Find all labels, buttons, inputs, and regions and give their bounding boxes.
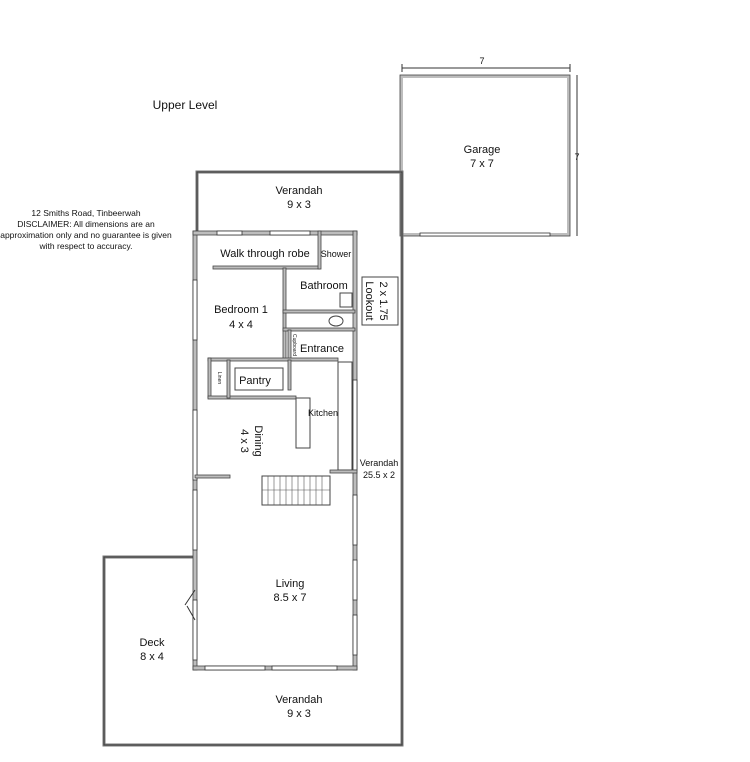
disclaimer-address: 12 Smiths Road, Tinbeerwah	[31, 208, 140, 218]
living-size: 8.5 x 7	[273, 592, 306, 604]
verandah-bottom-label: Verandah	[275, 694, 322, 706]
disclaimer-line: with respect to accuracy.	[39, 241, 133, 251]
lookout-label: Lookout	[363, 281, 375, 320]
garage-width-dimension: 7	[479, 56, 484, 66]
verandah-top-label: Verandah	[275, 185, 322, 197]
outer-outline	[102, 170, 404, 747]
walk-through-robe-label: Walk through robe	[220, 248, 309, 260]
kitchen-label: Kitchen	[308, 408, 338, 418]
house-walls	[192, 230, 399, 671]
living-label: Living	[276, 578, 305, 590]
stairs	[261, 475, 331, 506]
verandah-side-size: 25.5 x 2	[363, 470, 395, 480]
verandah-top-size: 9 x 3	[287, 199, 311, 211]
level-title: Upper Level	[153, 98, 218, 112]
deck-label: Deck	[139, 637, 165, 649]
disclaimer: 12 Smiths Road, Tinbeerwah DISCLAIMER: A…	[0, 208, 172, 251]
shower-label: Shower	[321, 249, 352, 259]
bathroom-label: Bathroom	[300, 280, 348, 292]
deck-size: 8 x 4	[140, 651, 164, 663]
verandah-bottom-size: 9 x 3	[287, 708, 311, 720]
cupboard-label: Cupboard	[291, 334, 297, 356]
dining-label: Dining	[252, 425, 264, 456]
garage-size: 7 x 7	[470, 158, 494, 170]
deck-door[interactable]	[184, 589, 196, 621]
entrance-label: Entrance	[300, 343, 344, 355]
disclaimer-line: approximation only and no guarantee is g…	[0, 230, 172, 240]
garage-dimension-lines	[401, 64, 578, 236]
verandah-side-label: Verandah	[360, 458, 399, 468]
garage-label: Garage	[464, 144, 501, 156]
garage-outline	[399, 74, 571, 237]
disclaimer-line: DISCLAIMER: All dimensions are an	[17, 219, 155, 229]
lookout-size: 2 x 1.75	[377, 281, 389, 320]
linen-label: Linen	[216, 372, 222, 384]
pantry-label: Pantry	[239, 375, 271, 387]
dining-size: 4 x 3	[238, 429, 250, 453]
garage-depth-dimension: 7	[574, 152, 579, 162]
bedroom1-label: Bedroom 1	[214, 304, 268, 316]
bedroom1-size: 4 x 4	[229, 319, 253, 331]
